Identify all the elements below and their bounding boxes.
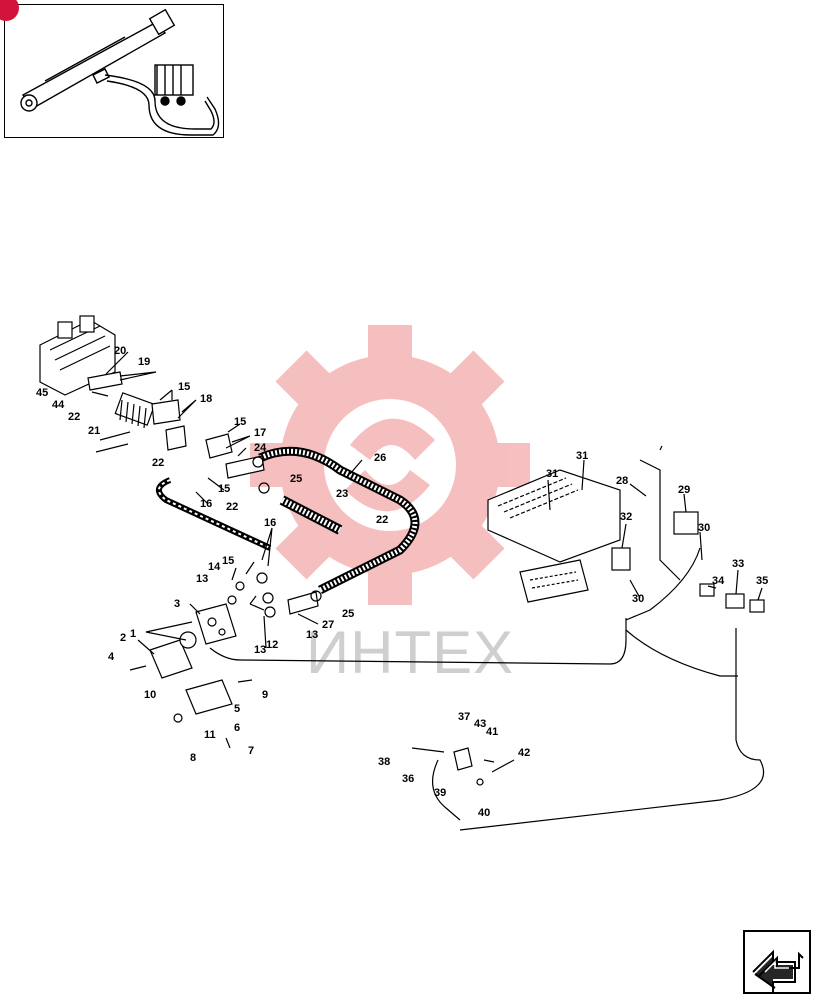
callout-5: 5	[234, 703, 240, 715]
callout-27: 27	[322, 619, 334, 631]
callout-29: 29	[678, 484, 690, 496]
badge-icon	[0, 0, 19, 21]
callout-21: 21	[88, 425, 100, 437]
callout-15a: 15	[178, 381, 190, 393]
callout-10: 10	[144, 689, 156, 701]
callout-14: 14	[208, 561, 221, 573]
callout-39: 39	[434, 787, 446, 799]
callout-16b: 16	[264, 517, 276, 529]
callout-25a: 25	[290, 473, 302, 485]
callout-22b: 22	[152, 457, 164, 469]
callout-43: 43	[474, 718, 486, 730]
callout-35: 35	[756, 575, 768, 587]
callout-7: 7	[248, 745, 254, 757]
callout-30b: 30	[632, 593, 644, 605]
callout-38: 38	[378, 756, 390, 768]
callout-32: 32	[620, 511, 632, 523]
callout-40: 40	[478, 807, 490, 819]
callout-6: 6	[234, 722, 240, 734]
callout-12: 12	[266, 639, 278, 651]
callout-24: 24	[254, 442, 267, 454]
overview-inset	[0, 0, 224, 138]
callout-15d: 15	[222, 555, 234, 567]
callout-13b: 13	[306, 629, 318, 641]
callout-18: 18	[200, 393, 212, 405]
callout-9: 9	[262, 689, 268, 701]
callout-31b: 31	[546, 468, 558, 480]
watermark-text: ИНТЕХ	[306, 619, 515, 686]
callout-13c: 13	[254, 644, 266, 656]
callout-45: 45	[36, 387, 48, 399]
callout-41: 41	[486, 726, 498, 738]
callout-11: 11	[204, 729, 216, 741]
callout-8: 8	[190, 752, 196, 764]
callout-13a: 13	[196, 573, 208, 585]
callout-22d: 22	[376, 514, 388, 526]
callout-37: 37	[458, 711, 470, 723]
callout-33: 33	[732, 558, 744, 570]
callout-1: 1	[130, 628, 136, 640]
callout-4: 4	[108, 651, 115, 663]
nav-arrow-button[interactable]	[743, 930, 811, 994]
callout-15b: 15	[234, 416, 246, 428]
callout-3: 3	[174, 598, 180, 610]
callout-25b: 25	[342, 608, 354, 620]
arrow-back-icon	[752, 949, 804, 992]
callout-26: 26	[374, 452, 386, 464]
callout-19: 19	[138, 356, 150, 368]
callout-16a: 16	[200, 498, 212, 510]
callout-22c: 22	[226, 501, 238, 513]
callout-28: 28	[616, 475, 628, 487]
callout-31a: 31	[576, 450, 588, 462]
callout-15c: 15	[218, 483, 230, 495]
callout-42: 42	[518, 747, 530, 759]
callout-20: 20	[114, 345, 126, 357]
callout-44: 44	[52, 399, 65, 411]
callout-17: 17	[254, 427, 266, 439]
callout-36: 36	[402, 773, 414, 785]
callout-2: 2	[120, 632, 126, 644]
cylinder-overview-drawing	[20, 8, 220, 136]
callout-23: 23	[336, 488, 348, 500]
callout-30a: 30	[698, 522, 710, 534]
callout-22a: 22	[68, 411, 80, 423]
callout-34: 34	[712, 575, 725, 587]
